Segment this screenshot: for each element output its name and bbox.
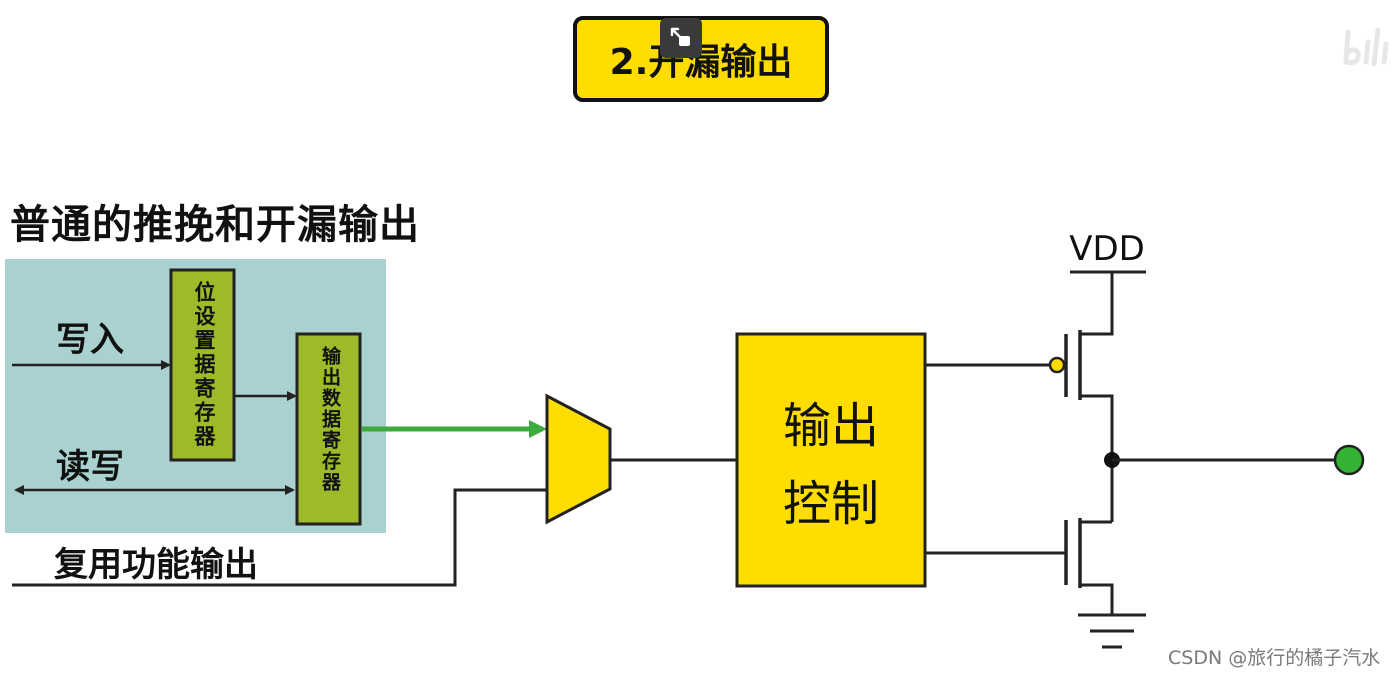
expand-icon[interactable] [660,18,702,58]
alt-function-line [12,488,546,587]
bit-set-register-box [169,268,236,462]
alt-function-label: 复用功能输出 [54,545,258,585]
read-write-label: 读写 [56,447,124,487]
pmos-gate-bubble [1048,356,1066,374]
ground-icon [1078,613,1146,649]
write-label: 写入 [56,320,124,360]
vdd-label: VDD [1069,229,1145,269]
output-pin [1333,444,1365,476]
bilibili-logo-icon [1340,18,1392,70]
control-label-line1: 输出 [783,398,879,454]
multiplexer [545,393,612,525]
section-subtitle: 普通的推挽和开漏输出 [10,202,420,248]
output-data-register-box [295,332,362,526]
csdn-watermark: CSDN @旅行的橘子汽水 [1168,647,1381,669]
control-label-line2: 控制 [783,476,879,532]
bit-set-register-label: 位设置据寄存器 [192,281,216,449]
output-control-box [735,332,927,588]
output-data-register-label: 输出数据寄存器 [319,346,341,493]
